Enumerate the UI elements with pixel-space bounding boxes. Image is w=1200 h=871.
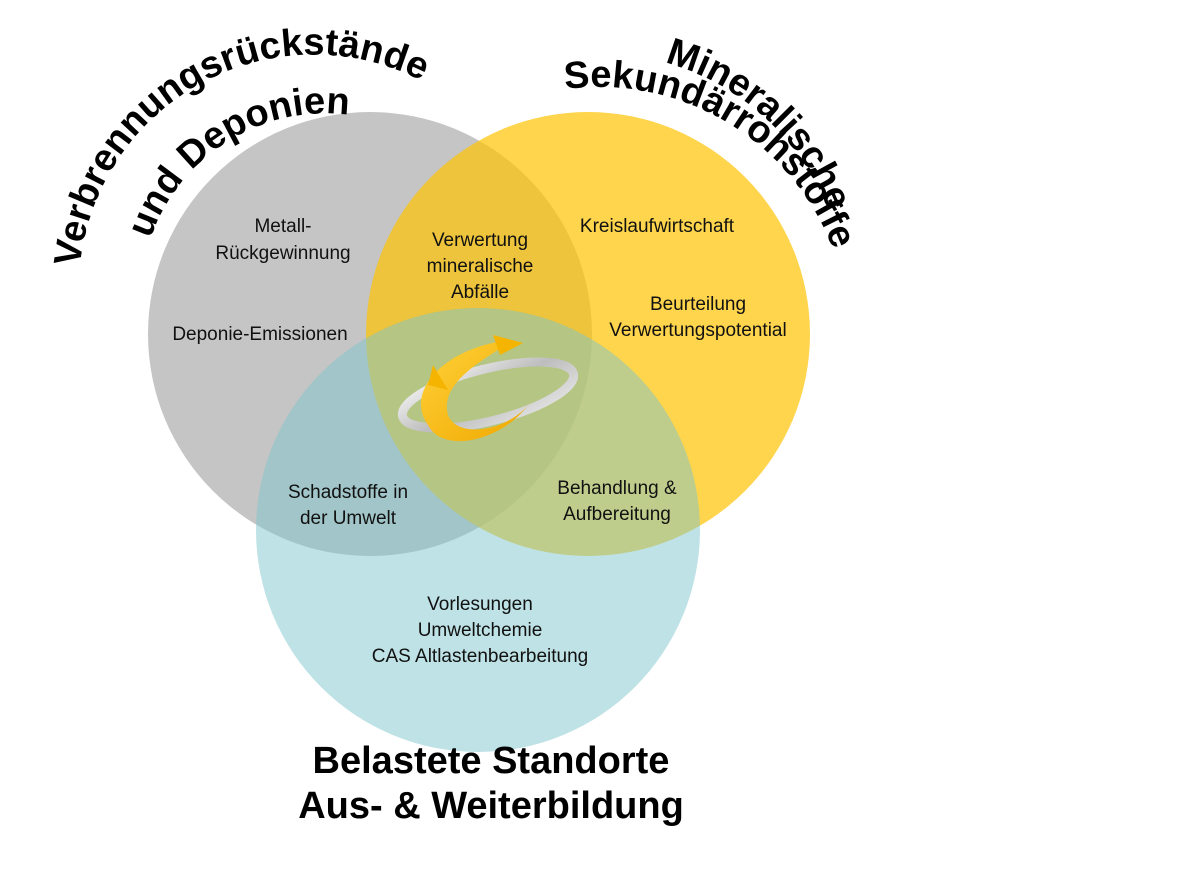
left-only-item1-line2: Rückgewinnung bbox=[215, 243, 350, 264]
right-bottom-line2: Aufbereitung bbox=[563, 504, 671, 525]
right-bottom-line1: Behandlung & bbox=[557, 478, 677, 499]
bottom-set-title-line1: Belastete Standorte bbox=[313, 740, 670, 782]
bottom-only-line1: Vorlesungen bbox=[427, 594, 533, 615]
right-only-item2-line2: Verwertungspotential bbox=[609, 320, 786, 341]
left-right-line3: Abfälle bbox=[451, 282, 509, 303]
bottom-only-line2: Umweltchemie bbox=[418, 620, 543, 641]
left-bottom-line1: Schadstoffe in bbox=[288, 482, 408, 503]
left-right-line2: mineralische bbox=[427, 256, 534, 277]
bottom-set-title-line2: Aus- & Weiterbildung bbox=[298, 785, 684, 827]
left-bottom-line2: der Umwelt bbox=[300, 508, 397, 529]
circle-bottom bbox=[256, 308, 700, 752]
orbit-logo-icon bbox=[397, 335, 579, 442]
right-only-item1: Kreislaufwirtschaft bbox=[580, 216, 735, 237]
left-only-item1-line1: Metall- bbox=[254, 216, 311, 237]
right-only-item2-line1: Beurteilung bbox=[650, 294, 746, 315]
left-only-item2: Deponie-Emissionen bbox=[172, 324, 347, 345]
left-right-line1: Verwertung bbox=[432, 230, 528, 251]
bottom-only-line3: CAS Altlastenbearbeitung bbox=[372, 646, 589, 667]
